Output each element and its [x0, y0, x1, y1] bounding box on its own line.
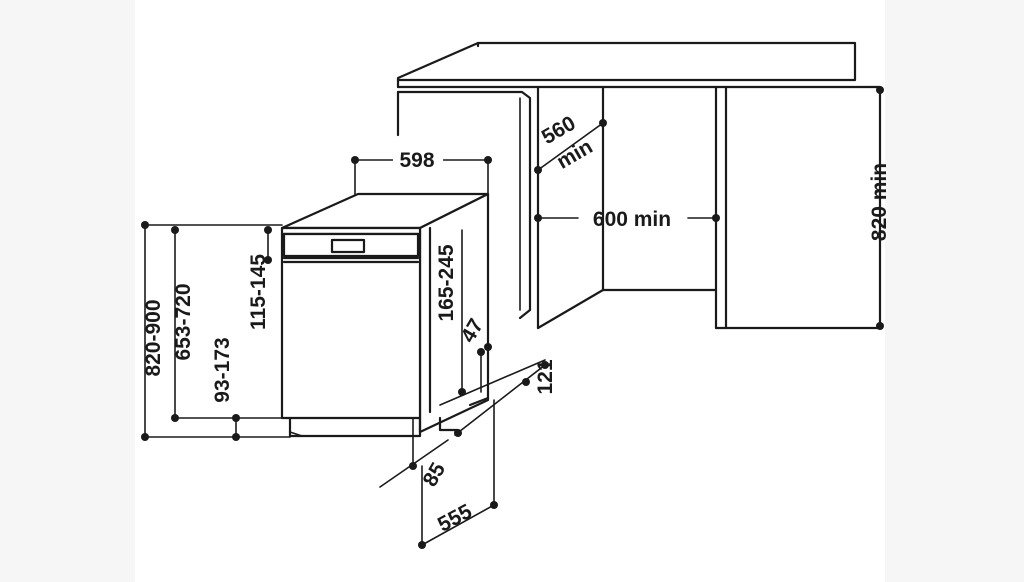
label-door-height: 653-720: [172, 283, 195, 360]
dishwasher-front: [280, 226, 422, 420]
left-cabinet-side: [396, 90, 532, 320]
label-total-height: 820-900: [142, 299, 165, 376]
label-plinth-height: 93-173: [211, 337, 234, 402]
label-side-gap: 165-245: [435, 244, 458, 321]
label-niche-width: 600 min: [593, 208, 671, 231]
kitchen-niche: [396, 41, 882, 330]
label-appliance-width: 598: [399, 149, 434, 172]
label-panel-gap: 115-145: [247, 254, 270, 330]
label-niche-height: 820 min: [868, 163, 891, 241]
display-window: [330, 238, 366, 254]
diagram-background: [135, 0, 885, 582]
dishwasher-foot: [438, 416, 460, 432]
dishwasher: [280, 192, 490, 438]
dishwasher-plinth: [288, 416, 422, 438]
label-foot-depth: 121: [534, 359, 557, 394]
worktop: [396, 41, 857, 82]
dimension-lines: [141, 86, 884, 549]
